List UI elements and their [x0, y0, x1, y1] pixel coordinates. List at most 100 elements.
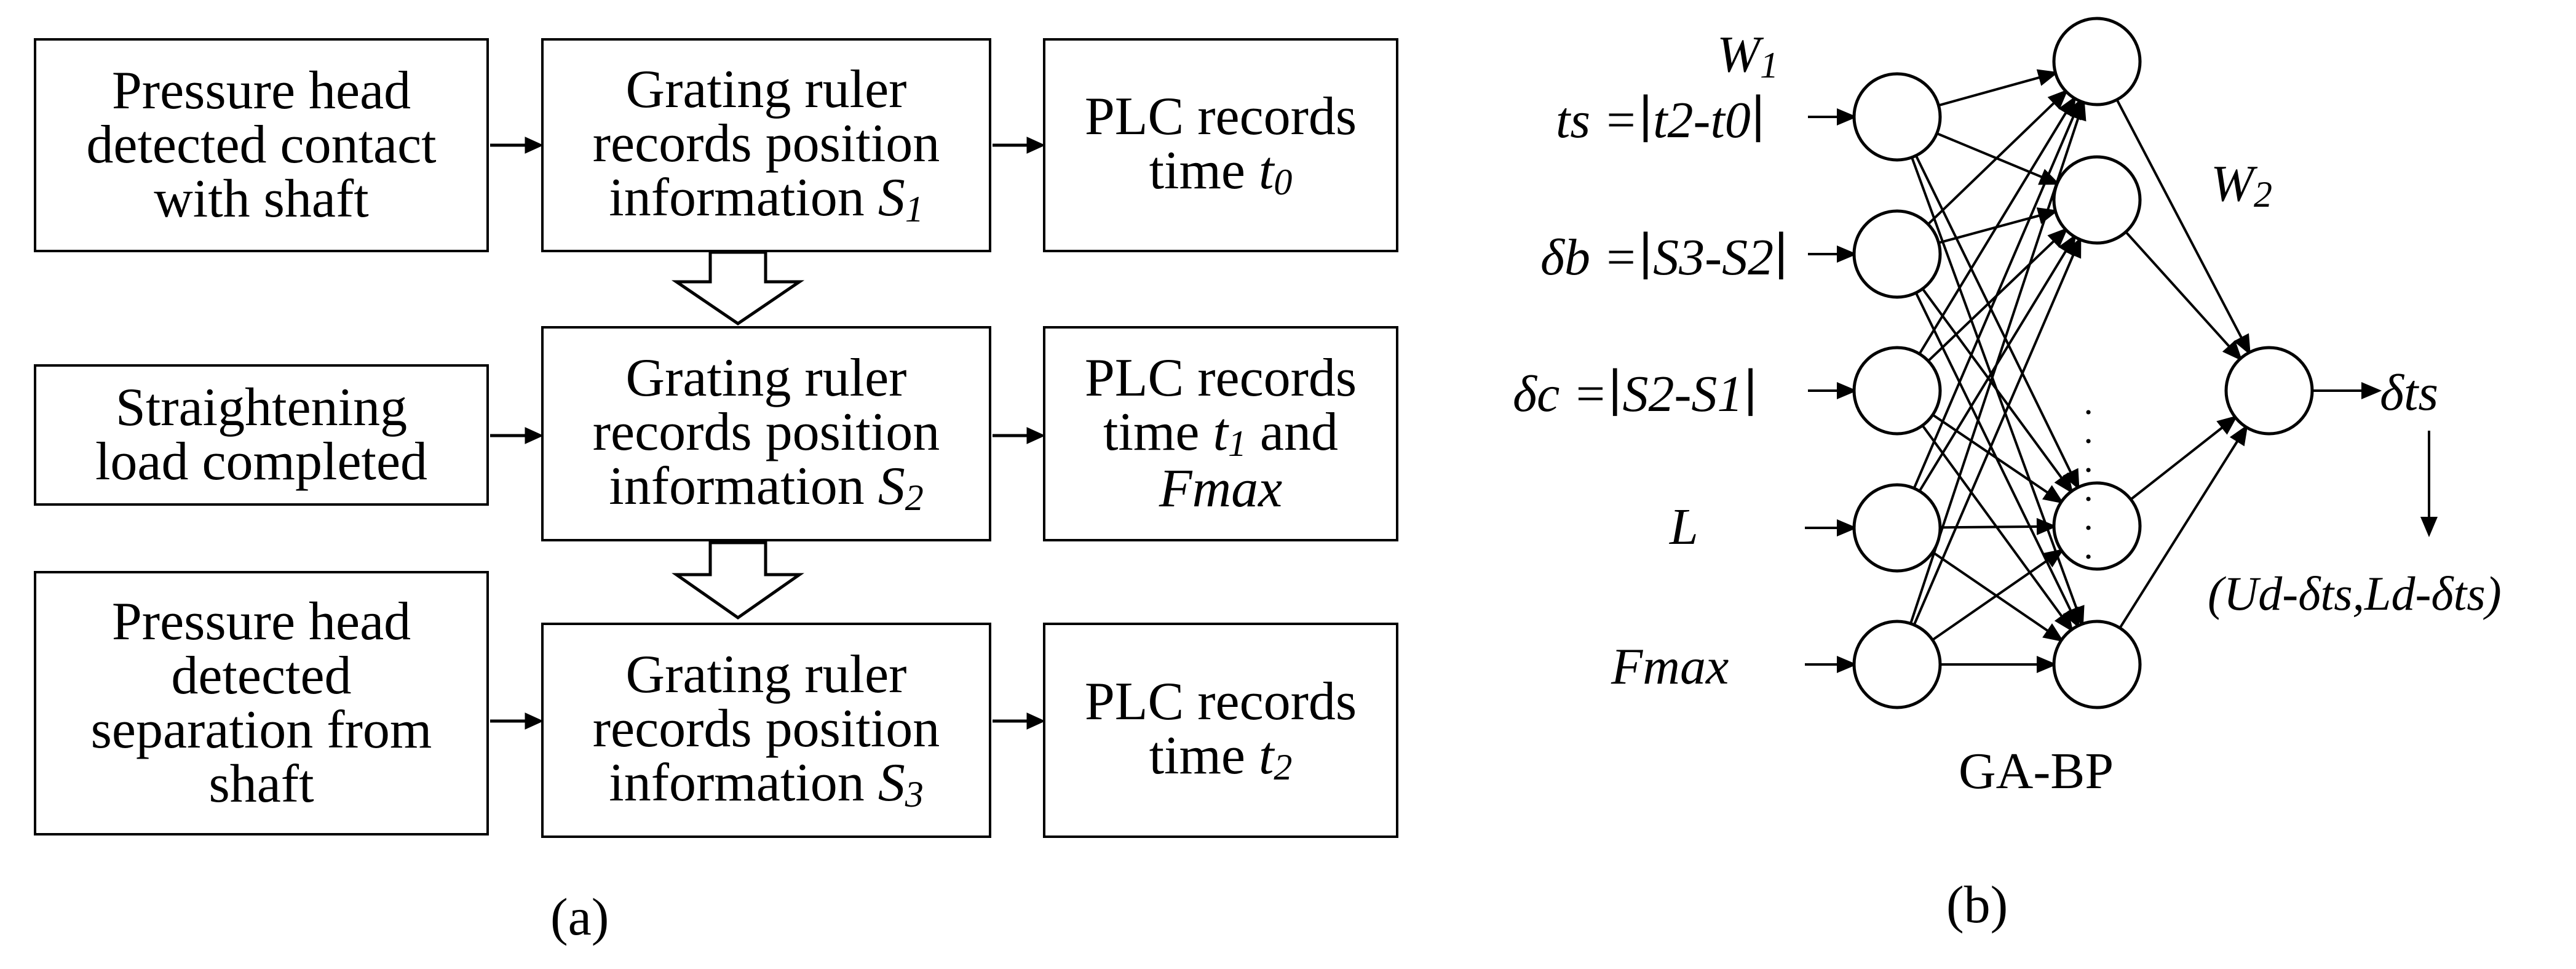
info-text: information [609, 753, 878, 813]
box-line: PLC records [1084, 87, 1357, 146]
input-arrowhead [1837, 108, 1858, 126]
var-t: t [1213, 402, 1228, 462]
connection-arrowhead [2058, 234, 2077, 256]
result-label: (Ud-δts,Ld-δts) [2208, 567, 2502, 620]
connection-hidden-output [2130, 416, 2237, 501]
input-arrowhead [1837, 655, 1858, 674]
connection-arrowhead [2065, 98, 2082, 121]
connection-arrowhead [2047, 89, 2069, 110]
block-arrow-down-2 [672, 541, 804, 620]
connection-arrowhead [2216, 415, 2238, 435]
connection-input-hidden [1921, 425, 2073, 631]
fmax-text: Fmax [1159, 459, 1283, 519]
box-line: PLC records [1084, 348, 1357, 408]
connection-hidden-output [2115, 99, 2251, 353]
box-line: Grating ruler [625, 348, 907, 408]
box-line: shaft [208, 754, 314, 814]
connection-input-hidden [1912, 100, 2082, 489]
connection-arrowhead [2047, 227, 2069, 248]
connection-arrowhead [2042, 485, 2064, 504]
connection-arrowhead [2229, 424, 2248, 447]
network-label: GA-BP [1959, 743, 2114, 800]
hidden-node [2052, 17, 2142, 106]
and-text: and [1246, 402, 1338, 462]
connection-arrowhead [2233, 333, 2251, 356]
connection-input-hidden [1936, 132, 2058, 185]
box-line: detected [171, 646, 352, 706]
var-t: t [1258, 726, 1274, 786]
connection-input-hidden [1932, 413, 2063, 503]
w1-base: W [1717, 26, 1760, 83]
connection-arrowhead [2069, 99, 2087, 122]
box-line-info: information S2 [593, 460, 940, 517]
connection-arrowhead [2058, 95, 2077, 118]
box-plc-t1-fmax: PLC records time t1 and Fmax [1043, 326, 1398, 541]
output-label: δts [2380, 364, 2439, 421]
connection-input-hidden [1940, 525, 2055, 529]
box-line: Pressure head [111, 592, 411, 652]
var-s: S [878, 168, 905, 228]
connection-hidden-output [2125, 231, 2241, 360]
var-s: S [878, 753, 905, 813]
box-line: with shaft [154, 169, 369, 229]
box-line-info: information S3 [593, 756, 940, 813]
box-plc-t2: PLC records time t2 [1043, 623, 1398, 838]
caption-b: (b) [1946, 875, 2008, 934]
result-arrowhead [2420, 517, 2438, 538]
box-line: PLC records [1084, 672, 1357, 732]
w1-sub: 1 [1759, 45, 1778, 86]
connection-arrowhead [2042, 548, 2064, 568]
w2-sub: 2 [2253, 174, 2272, 215]
connection-input-hidden [1914, 155, 2080, 488]
hidden-node [2052, 155, 2142, 245]
connection-input-hidden [1912, 239, 2082, 626]
output-node [2224, 346, 2314, 436]
box-line: load completed [95, 432, 428, 492]
time-text: time [1103, 402, 1213, 462]
connection-arrowhead [2036, 517, 2058, 535]
output-arrowhead [2361, 381, 2382, 400]
block-arrow-down-1 [671, 250, 805, 326]
connection-input-hidden [1921, 288, 2073, 492]
input-label-l: L [1670, 498, 1698, 556]
connection-arrowhead [2054, 610, 2074, 632]
connection-input-hidden [1918, 236, 2076, 492]
input-node [1852, 72, 1942, 162]
connection-arrowhead [2038, 169, 2061, 185]
connection-arrowhead [2042, 623, 2064, 642]
input-node [1852, 620, 1942, 709]
time-text: time [1149, 141, 1259, 201]
connection-input-hidden [1911, 157, 2083, 624]
connection-input-hidden [1932, 551, 2063, 642]
connection-input-hidden [1938, 210, 2056, 244]
box-line: records position [592, 699, 940, 759]
box-line: detected contact [86, 115, 437, 175]
box-line: records position [592, 114, 940, 173]
box-line: Pressure head [111, 61, 411, 121]
input-label-fmax: Fmax [1611, 638, 1729, 695]
input-arrowhead [1837, 245, 1858, 263]
arrowhead [525, 427, 544, 444]
hidden-dots: · · · · · · [2068, 406, 2109, 567]
time-text: time [1149, 726, 1259, 786]
box-pressure-head-contact: Pressure head detected contact with shaf… [34, 38, 489, 252]
box-plc-t0: PLC records time t0 [1043, 38, 1398, 252]
w2-base: W [2211, 155, 2254, 212]
box-pressure-head-separation: Pressure head detected separation from s… [34, 571, 489, 835]
box-line: records position [592, 402, 940, 462]
connection-input-hidden [1918, 97, 2076, 355]
input-node [1852, 209, 1942, 299]
box-grating-ruler-s2: Grating ruler records position informati… [541, 326, 991, 541]
box-line: Grating ruler [625, 60, 907, 119]
var-sub: 1 [905, 189, 924, 229]
connection-input-hidden [1927, 90, 2067, 225]
connection-arrowhead [2222, 340, 2243, 361]
hidden-node [2052, 620, 2142, 709]
var-sub: 0 [1274, 162, 1293, 202]
box-line: Straightening [115, 378, 408, 437]
connection-arrowhead [2036, 207, 2059, 225]
input-label-db: δb =∣S3-S2∣ [1540, 229, 1789, 286]
box-line: separation from [90, 700, 432, 760]
connection-input-hidden [1938, 71, 2056, 107]
connection-arrowhead [2036, 69, 2059, 86]
